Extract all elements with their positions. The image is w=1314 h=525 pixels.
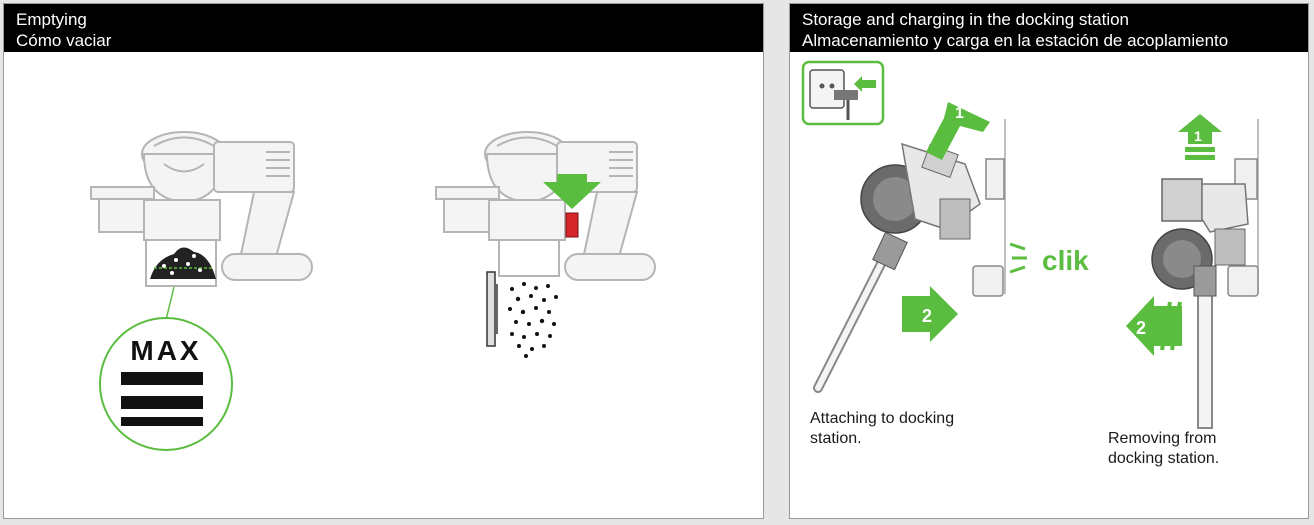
- vacuum-removing-illustration: [1151, 178, 1249, 429]
- click-indicator: clik: [1009, 242, 1089, 276]
- step-2-arrow-attach: 2: [902, 286, 958, 342]
- remove-caption-line-2: docking station.: [1108, 450, 1220, 467]
- max-line-indicator: MAX: [99, 317, 233, 451]
- step-1-arrow-attach: 1: [926, 102, 990, 160]
- step-2-label-remove: 2: [1136, 318, 1146, 338]
- docking-title-es: Almacenamiento y carga en la estación de…: [802, 31, 1229, 50]
- docking-panel: Storage and charging in the docking stat…: [789, 3, 1309, 519]
- remove-caption-line-1: Removing from: [1108, 430, 1217, 447]
- step-2-label-attach: 2: [922, 306, 932, 326]
- emptying-illustration: MAX: [90, 131, 656, 451]
- vacuum-attaching-illustration: [813, 142, 981, 393]
- docking-header: Storage and charging in the docking stat…: [790, 4, 1308, 52]
- step-1-label-attach: 1: [955, 105, 964, 122]
- emptying-header: Emptying Cómo vaciar: [4, 4, 763, 52]
- dust-pile: [150, 247, 216, 279]
- emptying-title-es: Cómo vaciar: [16, 31, 112, 50]
- max-label: MAX: [130, 335, 201, 366]
- docking-title-en: Storage and charging in the docking stat…: [802, 10, 1130, 29]
- attach-caption-line-1: Attaching to docking: [810, 410, 955, 427]
- emptying-panel: Emptying Cómo vaciar: [3, 3, 764, 519]
- docking-illustration: 1 clik 2: [801, 60, 1259, 429]
- push-down-arrow: [543, 174, 601, 209]
- red-release-button: [565, 212, 579, 238]
- step-2-arrow-remove: 2: [1126, 296, 1182, 356]
- emptying-title-en: Emptying: [16, 10, 87, 29]
- attach-caption-line-2: station.: [810, 430, 862, 447]
- step-1-arrow-remove: 1: [1178, 114, 1222, 160]
- click-label: clik: [1042, 245, 1089, 276]
- wall-socket-icon: [801, 60, 885, 126]
- docking-wall-left: [972, 119, 1006, 297]
- open-bin-door: [486, 271, 498, 347]
- falling-dust: [508, 282, 558, 358]
- vacuum-emptying-illustration: [435, 131, 656, 281]
- step-1-label-remove: 1: [1194, 128, 1202, 144]
